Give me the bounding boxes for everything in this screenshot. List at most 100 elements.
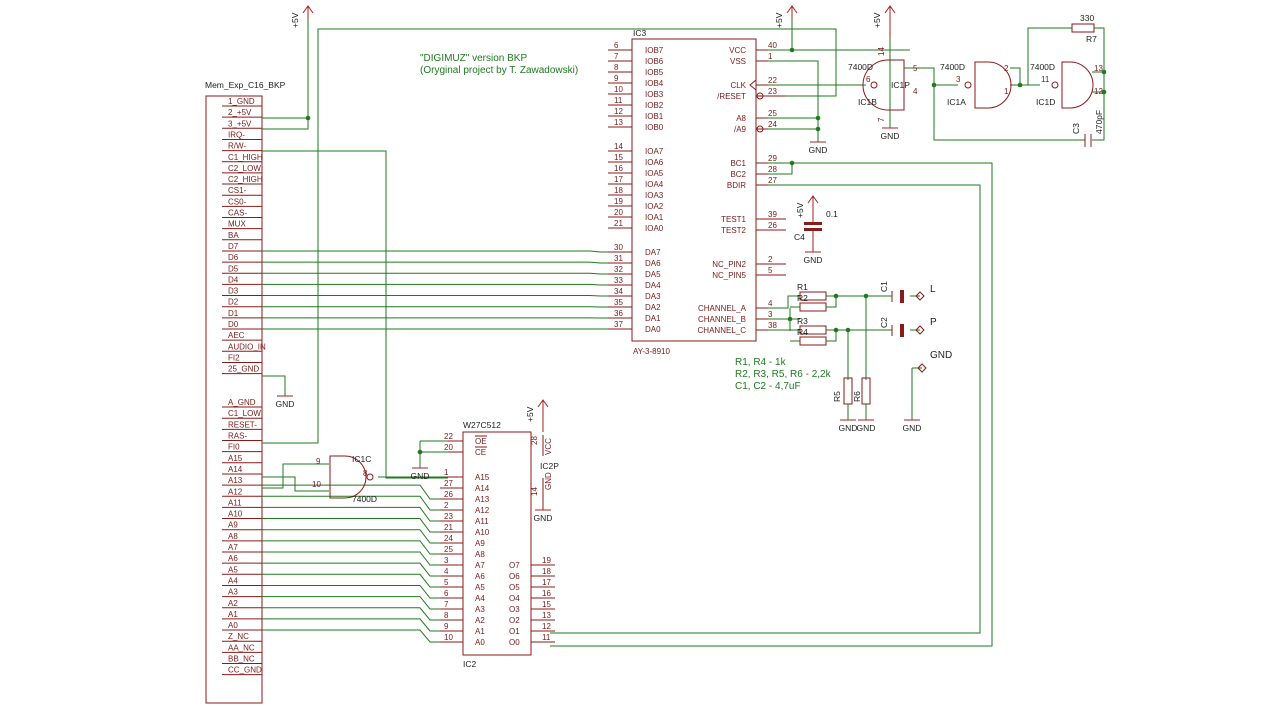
ic3-pin-number: 37 <box>614 320 623 329</box>
addr-bus-wire <box>262 629 440 643</box>
c4-value: 0.1 <box>826 209 838 219</box>
ic2-pin-name: O5 <box>509 583 520 592</box>
ic3-pin-name: TEST2 <box>721 226 746 235</box>
project-title: "DIGIMUZ" version BKP <box>420 53 527 64</box>
connector-pin-label: D6 <box>228 253 239 262</box>
connector-pin-label: IRQ- <box>228 130 245 139</box>
ic1d-ref: IC1D <box>1036 97 1055 107</box>
r1-label: R1 <box>797 282 808 292</box>
ic1d-value: 7400D <box>1030 62 1055 72</box>
ic2-pin-name: A14 <box>475 484 490 493</box>
ic2-pin-name: O2 <box>509 616 520 625</box>
addr-bus-wire <box>262 540 440 555</box>
resistors: R1 R2 R3 R4 R5 R6 330 R7 <box>790 13 1097 420</box>
ic3-pin-number: 28 <box>768 165 777 174</box>
ic3-pin-name: IOA5 <box>645 169 664 178</box>
ic3-pin-number: 33 <box>614 276 623 285</box>
gate-ic1b: 7400D IC1B IC1P 6 5 4 14 7 <box>848 47 918 122</box>
ic3-pin-name: IOB1 <box>645 112 664 121</box>
connector-pin-label: CAS- <box>228 209 247 218</box>
ic3-pin-name: IOB4 <box>645 79 664 88</box>
ic1a-pin-a: 3 <box>956 75 961 84</box>
ic2-pin-name: A6 <box>475 572 485 581</box>
ic3-pin-number: 9 <box>614 74 619 83</box>
ic2-pin-name: A8 <box>475 550 485 559</box>
ic3-pin-name: IOB5 <box>645 68 664 77</box>
gnd-label: GND <box>903 423 922 433</box>
ic3-pin-number: 2 <box>768 255 773 264</box>
connector-pin-label: A3 <box>228 588 238 597</box>
addr-bus-wire <box>262 518 440 533</box>
ic3-pin-number: 26 <box>768 221 777 230</box>
ic2-pin-number: 11 <box>542 633 551 642</box>
ic2-pin-number: 17 <box>542 578 551 587</box>
ic2-pin-number: 24 <box>444 534 453 543</box>
connector-pin-label: A1 <box>228 610 238 619</box>
c4-label: C4 <box>794 232 805 242</box>
ic3-pin-name: DA0 <box>645 325 661 334</box>
resistor-r7 <box>1071 23 1095 33</box>
ic3-pin-number: 17 <box>614 175 623 184</box>
connector-pin-label: A10 <box>228 510 243 519</box>
ic2-pin-number: 27 <box>444 479 453 488</box>
ic1c-ref: IC1C <box>352 454 371 464</box>
ic3-pin-name: VSS <box>730 57 746 66</box>
ic3-pin-name: IOA4 <box>645 180 664 189</box>
output-gnd-port <box>917 363 927 373</box>
connector-pin-label: D7 <box>228 242 239 251</box>
ic2-pin-number: 16 <box>542 589 551 598</box>
ic3-pin-name: BC2 <box>730 170 746 179</box>
data-bus-wire <box>262 261 608 264</box>
data-bus-wire <box>262 250 608 253</box>
connector-pin-label: A13 <box>228 476 243 485</box>
ic2-pin-name: A2 <box>475 616 485 625</box>
ic3-value: AY-3-8910 <box>633 347 670 356</box>
ic1c-out: 8 <box>363 469 368 478</box>
resistor-r2 <box>799 291 827 301</box>
ic3-pin-name: VCC <box>729 46 746 55</box>
ic3-pin-number: 25 <box>768 109 777 118</box>
wires <box>262 20 1107 647</box>
ic2-pin-name: A10 <box>475 528 490 537</box>
ic2-pin-number: 7 <box>444 600 449 609</box>
connector-pin-label: FI0 <box>228 443 240 452</box>
connector-pin-label: R/W- <box>228 142 246 151</box>
connector-pin-label: A9 <box>228 521 238 530</box>
ic3-pin-number: 31 <box>614 254 623 263</box>
ic3-pin-number: 22 <box>768 76 777 85</box>
connector-pin-label: BA <box>228 231 239 240</box>
ic2-pin-number: 3 <box>444 556 449 565</box>
connector-pin-label: 1_GND <box>228 97 255 106</box>
gnd-label: GND <box>804 255 823 265</box>
connector-pin-label: A5 <box>228 565 238 574</box>
connector-pin-label: CC_GND <box>228 666 262 675</box>
ic2-pin-number: 25 <box>444 545 453 554</box>
ic3-pin-name: CHANNEL_A <box>698 304 747 313</box>
ic3-pin-name: NC_PIN5 <box>712 271 746 280</box>
gnd-label: GND <box>857 423 876 433</box>
note-line-2: R2, R3, R5, R6 - 2,2k <box>735 369 832 380</box>
connector-pin-label: C1_LOW <box>228 409 261 418</box>
connector-pin-label: D5 <box>228 264 239 273</box>
connector-pin-label: RESET- <box>228 420 257 429</box>
ic2-pin-number: 13 <box>542 611 551 620</box>
ic3: IC3 AY-3-8910 6IOB77IOB68IOB59IOB410IOB3… <box>608 28 786 356</box>
ic3-pin-number: 13 <box>614 118 623 127</box>
r6-label: R6 <box>852 391 862 402</box>
ic1b-pin-b: 5 <box>913 64 918 73</box>
ic2-pin-number: 12 <box>542 622 551 631</box>
output-l-port <box>915 291 925 301</box>
ic1b-pin-c: 4 <box>913 87 918 96</box>
ic2-pin-name: O1 <box>509 627 520 636</box>
ic1a-value: 7400D <box>940 62 965 72</box>
connector-pin-label: A6 <box>228 554 238 563</box>
connector-pin-label: A12 <box>228 487 243 496</box>
resistor-r1 <box>799 302 827 312</box>
ic2-pin-number: 6 <box>444 589 449 598</box>
r7-label: R7 <box>1086 34 1097 44</box>
vcc-label: +5V <box>290 12 300 28</box>
ic2-pin-number: 21 <box>444 523 453 532</box>
connector-pin-label: D3 <box>228 287 239 296</box>
ic3-pin-number: 20 <box>614 208 623 217</box>
